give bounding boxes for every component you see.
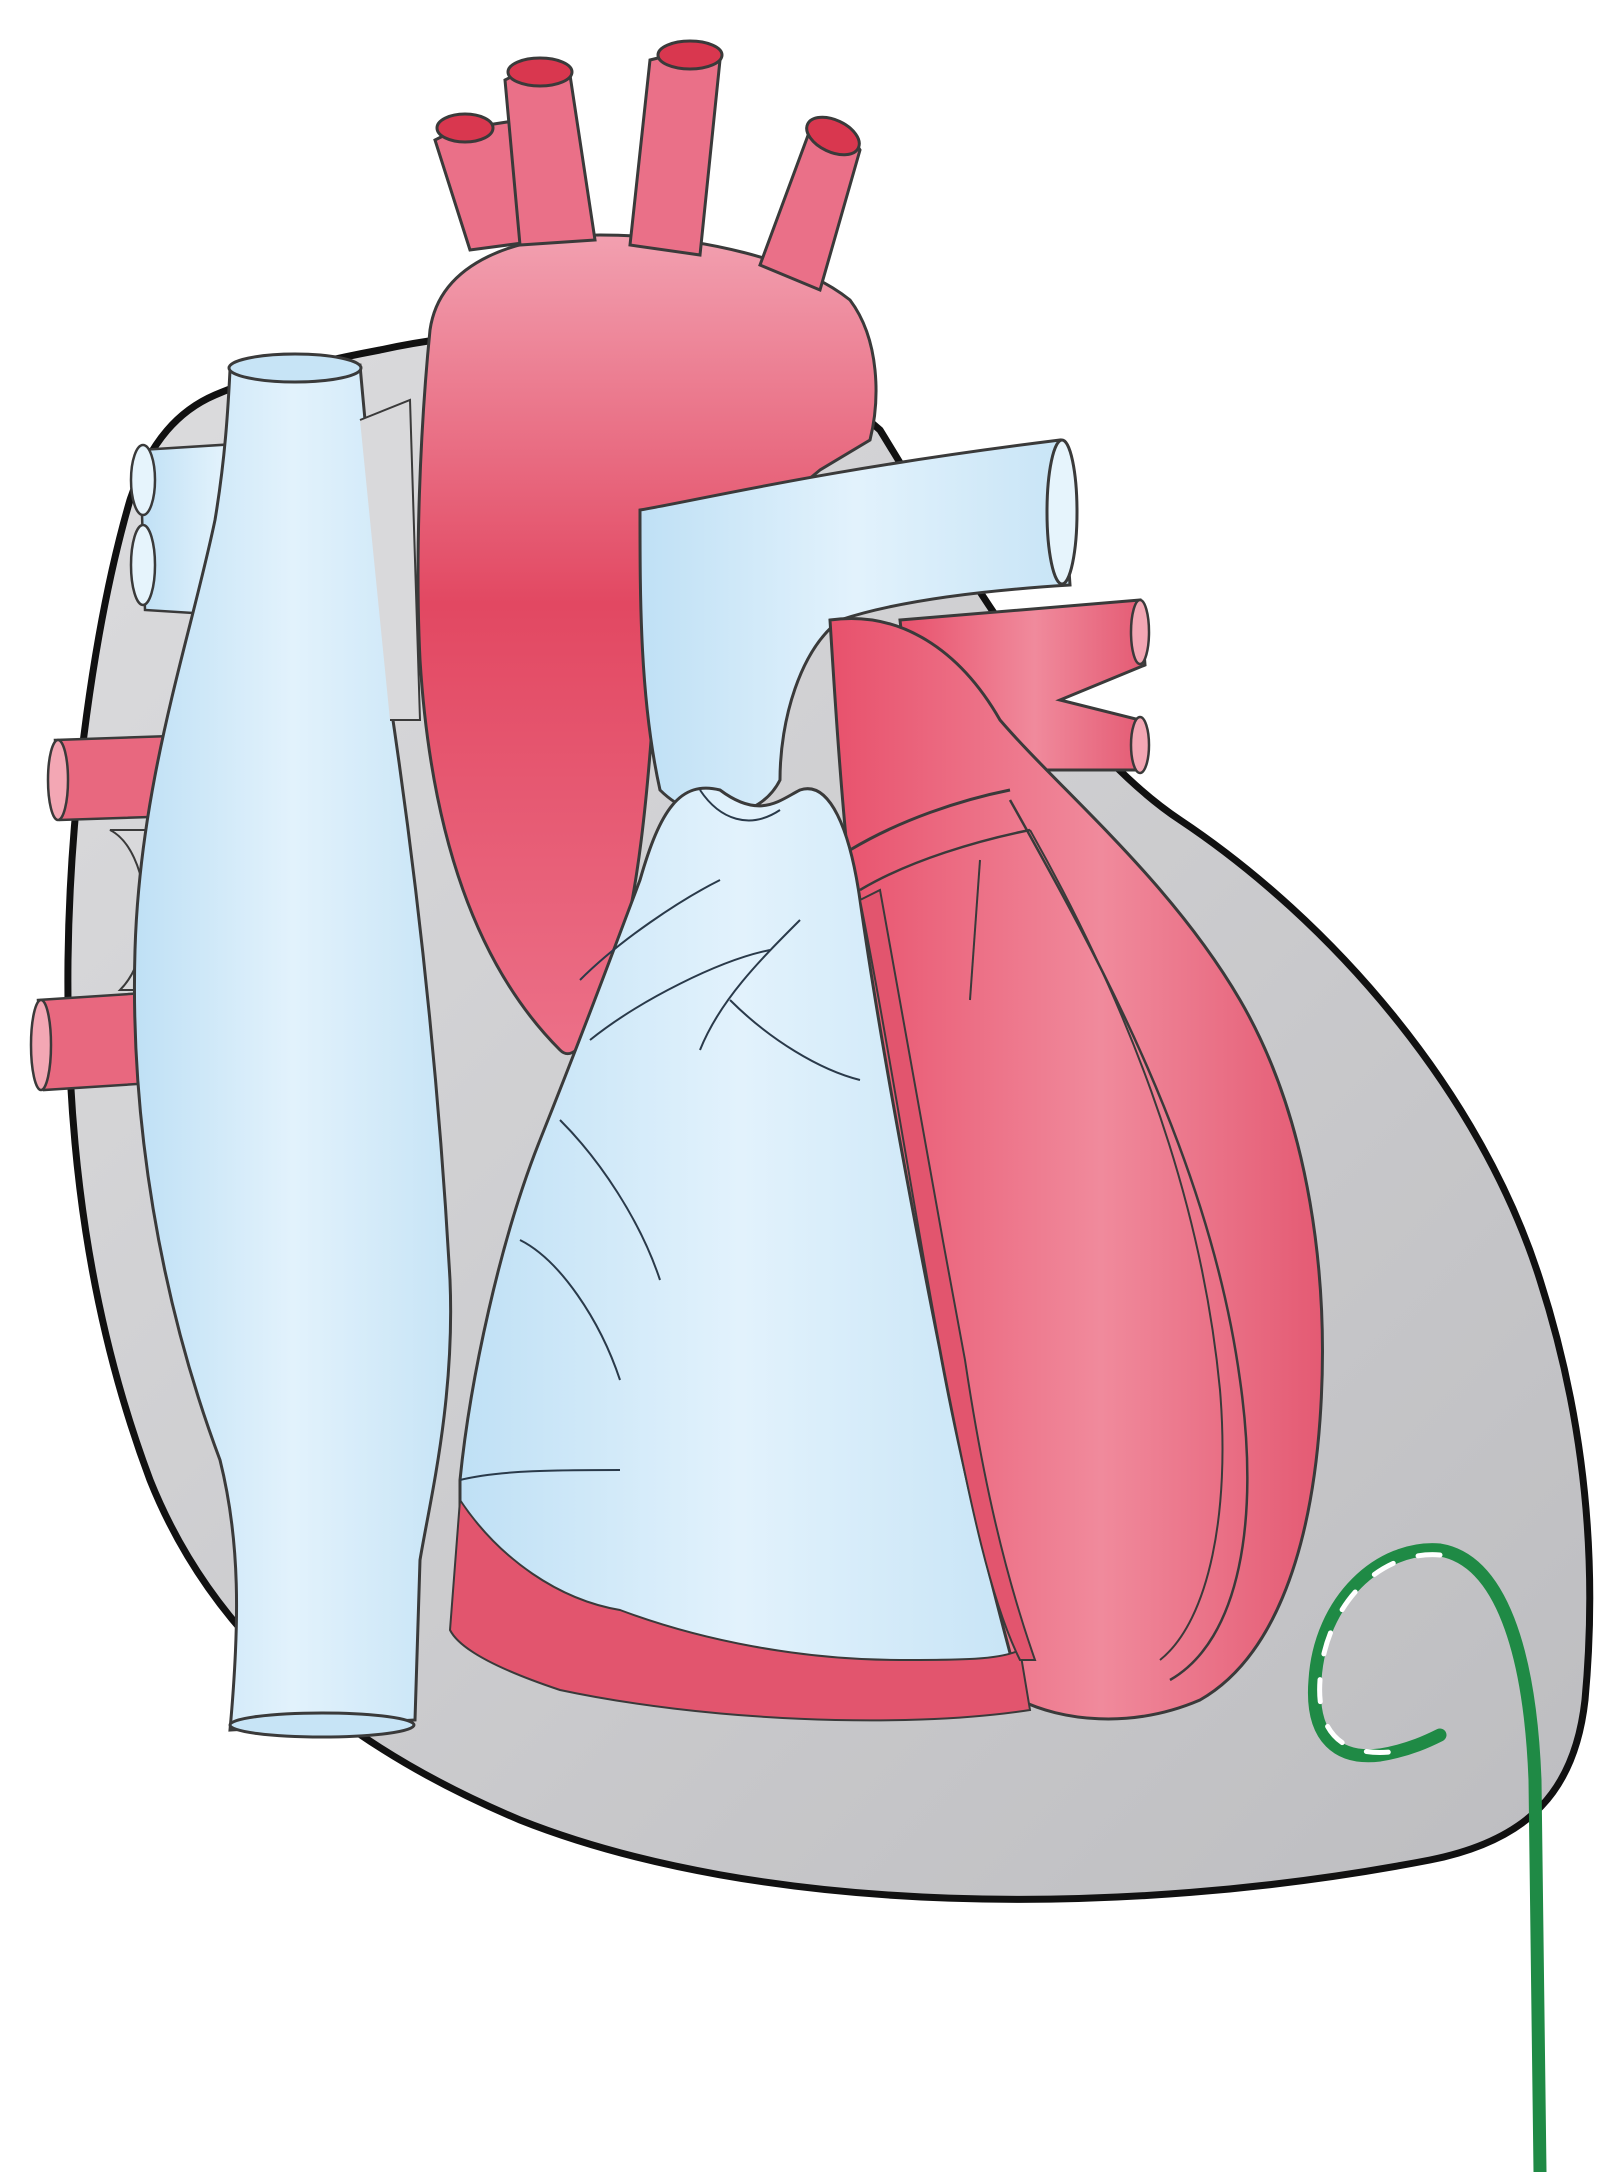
heart-illustration-icon	[0, 0, 1607, 2172]
heart-diagram	[0, 0, 1607, 2172]
